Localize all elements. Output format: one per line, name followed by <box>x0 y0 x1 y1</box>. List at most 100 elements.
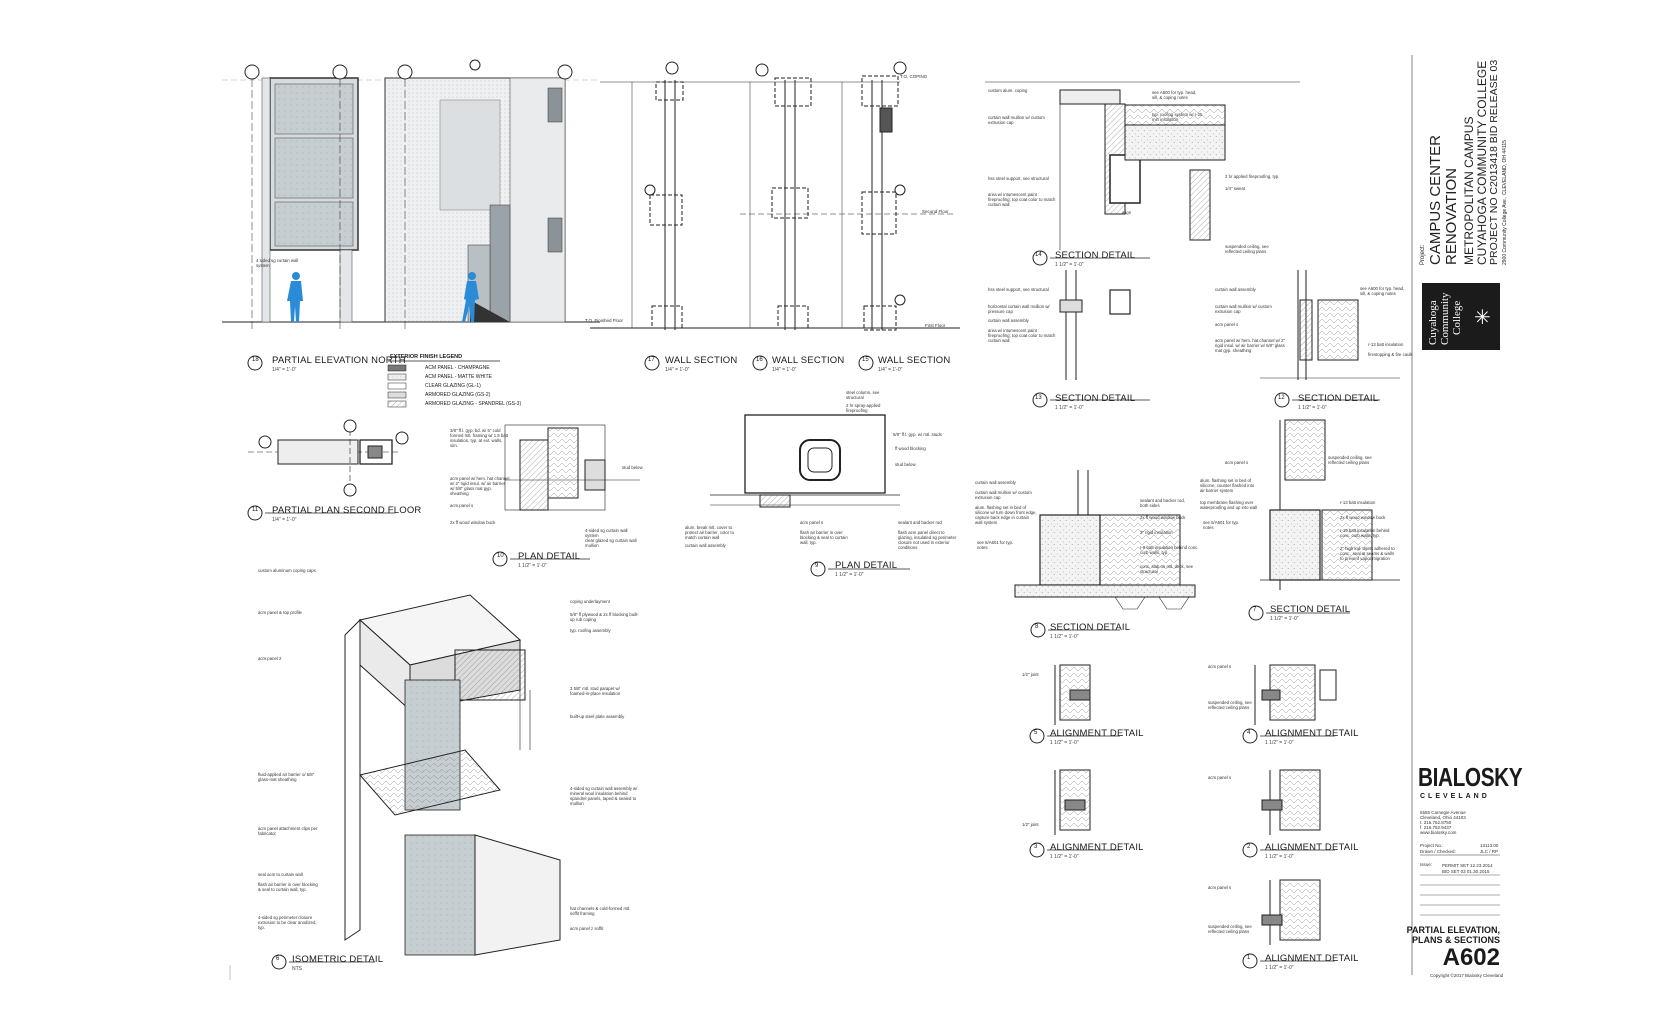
drawing-title: ALIGNMENT DETAIL <box>1265 953 1359 964</box>
drawing-scale: 1 1/2" = 1'-0" <box>1265 854 1294 860</box>
drawing-title: PLAN DETAIL <box>518 551 581 562</box>
drawing-scale: NTS <box>292 966 302 972</box>
firm-address: 6555 Carnegie Avenue <box>1420 810 1466 815</box>
drawing-title: ALIGNMENT DETAIL <box>1265 728 1359 739</box>
note: 2 hr applied fireproofing, typ. <box>1225 174 1280 179</box>
drawing-number: 5 <box>1034 730 1038 736</box>
note: r-9 batt insulation behind conc. curb wa… <box>1140 545 1199 555</box>
drawing-title: ALIGNMENT DETAIL <box>1265 842 1359 853</box>
firm-phone: t. 216.752.8750 <box>1420 820 1452 825</box>
note: 2x ff wood window buck <box>450 520 496 525</box>
firm-address: Cleveland, Ohio 44103 <box>1420 815 1466 820</box>
drawing-title: PARTIAL PLAN SECOND FLOOR <box>272 505 422 516</box>
note: acm panel w/ hem. hat channel w/ 2" rigi… <box>450 476 510 496</box>
note: horizontal curtain wall mullion w/ press… <box>988 304 1050 314</box>
drawing-title: SECTION DETAIL <box>1298 393 1379 404</box>
note: curtain wall mullion w/ custom extrusion… <box>975 490 1032 500</box>
project-no-label: Project No.: <box>1420 843 1444 848</box>
drawing-scale: 1 1/2" = 1'-0" <box>835 572 864 578</box>
drawing-number: 11 <box>252 507 259 513</box>
note: alum. flashing set in bed of silicone, c… <box>1200 478 1255 493</box>
logo-text: College <box>1451 300 1463 335</box>
note: acm panel s <box>800 520 824 525</box>
drawing-scale: 1 1/2" = 1'-0" <box>1050 854 1079 860</box>
note: hat channels & cold-formed mtl. soffit f… <box>570 906 631 916</box>
title-block-frame <box>1411 55 1500 975</box>
note: area w/ intumescent paint fireproofing, … <box>988 328 1056 343</box>
note: acm panel s <box>1215 322 1239 327</box>
note: 4 sided sg curtain wall system <box>256 258 299 268</box>
note: r-13 batt insulation <box>1340 500 1376 505</box>
note: 4-sided sg perimeter closure extrusion t… <box>258 915 317 930</box>
project-label: Project: <box>1420 244 1426 265</box>
firm-name: BIALOSKY <box>1418 762 1523 792</box>
note: flash air barrier in over blocking & sea… <box>258 882 318 892</box>
note: custom alum. coping <box>988 88 1028 93</box>
note: 1/2" joint <box>1022 822 1039 827</box>
firm-website: www.bialosky.com <box>1420 830 1457 835</box>
scale-figure <box>462 272 479 322</box>
project-address: 2900 Community College Ave., CLEVELAND, … <box>1502 140 1508 265</box>
drawing-number: 17 <box>648 357 655 363</box>
drawing-number: 10 <box>497 553 504 559</box>
note: curtain wall mullion w/ custom extrusion… <box>1215 304 1272 314</box>
note: 3/8" ff.l. gyp. bd. w/ 6" cold formed mt… <box>450 428 509 448</box>
legend-item: CLEAR GLAZING (GL-1) <box>425 383 481 389</box>
note: acm panel s <box>450 503 474 508</box>
drawing-scale: 1 1/2" = 1'-0" <box>1055 262 1084 268</box>
plan-detail-10-drawing <box>492 424 640 567</box>
note: custom aluminum coping caps <box>258 568 316 573</box>
note: curtain wall assembly <box>988 318 1029 323</box>
project-no-value: 13113.00 <box>1480 843 1499 848</box>
note: r-13 batt insulation <box>1368 342 1404 347</box>
legend-item: ACM PANEL - MATTE WHITE <box>425 374 492 380</box>
note: suspended ceiling, see reflected ceiling… <box>1225 244 1269 254</box>
college-name: CUYAHOGA COMMUNITY COLLEGE <box>1475 60 1489 265</box>
plan-detail-9-drawing <box>710 414 910 577</box>
drawing-scale: 1 1/2" = 1'-0" <box>1270 616 1299 622</box>
finish-legend-swatches <box>387 360 500 408</box>
note: 2x ff wood window buck <box>1340 515 1386 520</box>
drawing-title: ALIGNMENT DETAIL <box>1050 728 1144 739</box>
note: steel column, see structural <box>846 390 880 400</box>
note: sealant and backer rod, both sides <box>1140 498 1185 508</box>
sheet-number: A602 <box>1442 944 1500 971</box>
project-number: PROJECT NO C2013418 BID RELEASE 03 <box>1488 59 1500 265</box>
note: curtain wall mullion w/ custom extrusion… <box>988 115 1045 125</box>
note: firestopping & fire caulk <box>1368 352 1413 357</box>
note: see A600 for typ. head, sill, & coping n… <box>1360 286 1405 296</box>
note: 2 hr spray-applied fireproofing <box>846 403 881 413</box>
legend-item: ARMORED GLAZING (GS-2) <box>425 392 491 398</box>
drawing-scale: 1 1/2" = 1'-0" <box>518 563 547 569</box>
issue-label: Issue: <box>1420 862 1433 867</box>
elevation-north-drawing <box>222 59 600 371</box>
note: 2" rigid insulation <box>1140 530 1173 535</box>
note: 1/4" sweat <box>1225 186 1245 191</box>
note: stud below <box>895 462 916 467</box>
drawn-label: Drawn / Checked: <box>1420 849 1456 854</box>
drawing-title: WALL SECTION <box>772 355 845 366</box>
drawing-number: 13 <box>1035 395 1042 401</box>
logo-text: Community <box>1439 292 1451 345</box>
drawing-title: WALL SECTION <box>665 355 738 366</box>
legend-title: EXTERIOR FINISH LEGEND <box>390 354 463 360</box>
note: acm panel s <box>1208 664 1232 669</box>
level-label: T.O. Finished Floor <box>585 318 624 323</box>
note: acm panel z soffit <box>570 926 604 931</box>
scale-figure <box>287 272 303 322</box>
section-detail-14-drawing <box>985 81 1300 266</box>
drawing-scale: 1/4" = 1'-0" <box>665 367 690 373</box>
note: alum. flashing set in bed of silicone w/… <box>975 505 1037 525</box>
note: acm panel s <box>1208 775 1232 780</box>
note: typ. roofing assembly <box>570 628 611 633</box>
level-label: Second Floor <box>922 209 949 214</box>
note: see 5/A601 for typ. notes <box>977 540 1014 550</box>
note: typ. roofing system w/ r-25 min insulati… <box>1152 112 1203 122</box>
note: hss steel support, see structural <box>988 176 1049 181</box>
drawn-value: JLC / RP <box>1480 849 1499 854</box>
note: coping underlayment <box>570 599 610 604</box>
firm-city: CLEVELAND <box>1420 793 1490 800</box>
logo-text: Cuyahoga <box>1427 300 1439 345</box>
drawing-number: 9 <box>815 563 819 569</box>
